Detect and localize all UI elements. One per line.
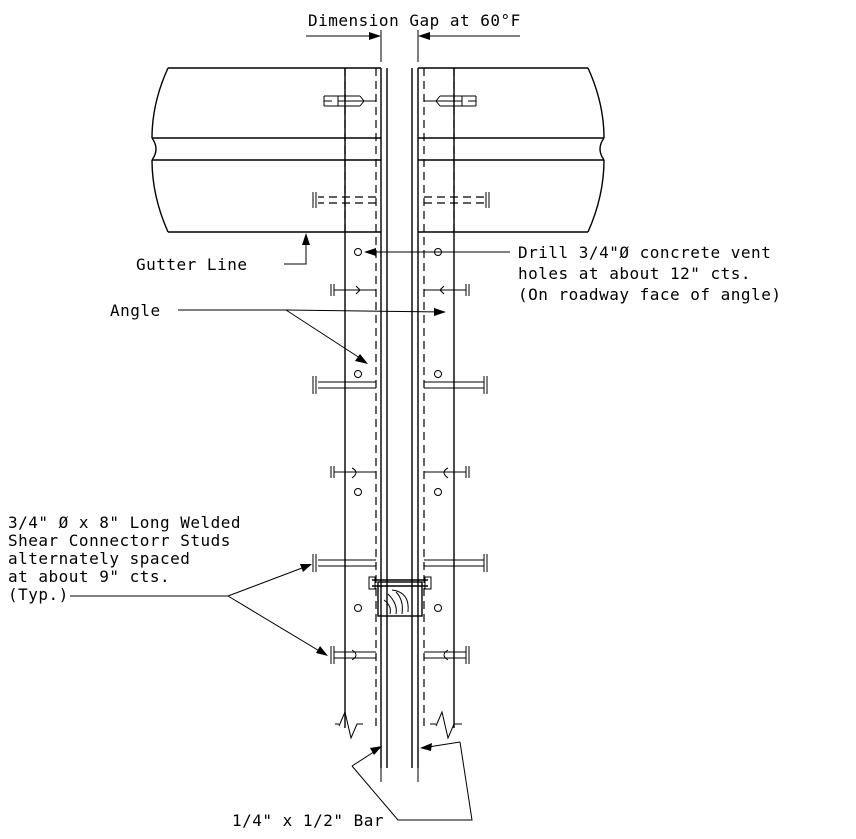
- studs-right: [424, 95, 490, 664]
- gutter-line-label: Gutter Line: [136, 255, 247, 274]
- drill-note-line-3: (On roadway face of angle): [518, 285, 781, 304]
- left-angle: [335, 68, 388, 768]
- gutter-line-callout: Gutter Line: [136, 233, 310, 274]
- studs-note-line-2: Shear Connectorr Studs: [8, 531, 231, 550]
- bar-label: 1/4" x 1/2" Bar: [232, 811, 384, 830]
- dimension-gap-callout: Dimension Gap at 60°F: [306, 11, 521, 62]
- drill-note-line-2: holes at about 12" cts.: [518, 264, 751, 283]
- drill-note-callout: Drill 3/4"Ø concrete vent holes at about…: [364, 243, 781, 304]
- studs-callout: 3/4" Ø x 8" Long Welded Shear Connectorr…: [8, 513, 328, 656]
- angle-callout: Angle: [110, 301, 446, 364]
- vent-holes: [354, 248, 442, 612]
- drill-note-line-1: Drill 3/4"Ø concrete vent: [518, 243, 771, 262]
- angle-label: Angle: [110, 301, 161, 320]
- studs-note-line-4: at about 9" cts.: [8, 567, 170, 586]
- right-angle: [411, 68, 462, 768]
- studs-left: [312, 95, 376, 664]
- studs-note-line-5: (Typ.): [8, 585, 69, 604]
- spacer-block: [368, 576, 432, 617]
- dimension-gap-label: Dimension Gap at 60°F: [308, 11, 521, 30]
- bar-callout: 1/4" x 1/2" Bar: [232, 741, 473, 830]
- deck-slab: [151, 67, 605, 233]
- studs-note-line-3: alternately spaced: [8, 549, 190, 568]
- studs-note-line-1: 3/4" Ø x 8" Long Welded: [8, 513, 241, 532]
